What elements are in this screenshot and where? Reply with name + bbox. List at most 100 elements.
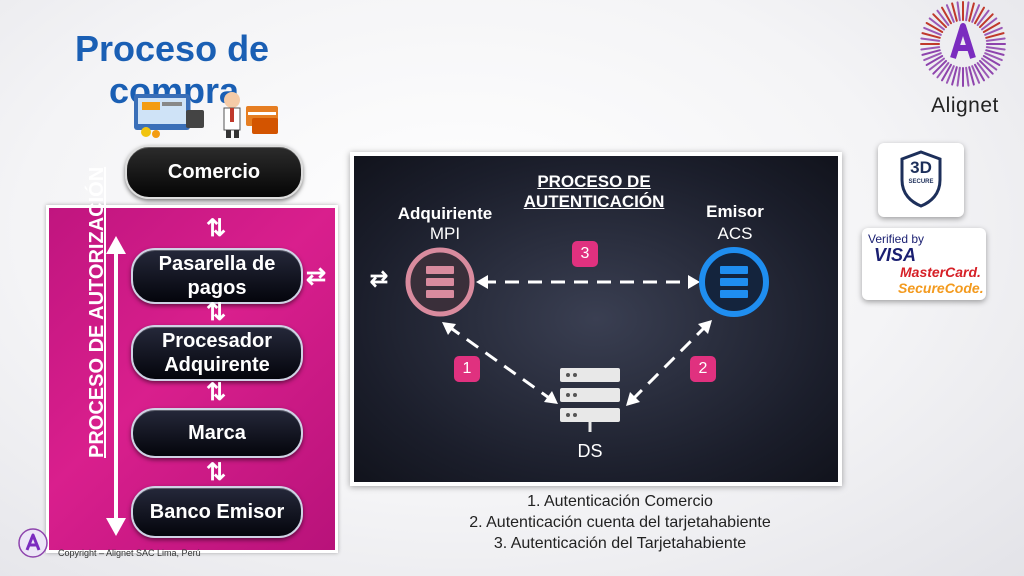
authentication-panel: 1 2 3 PROCESO DE AUTENTICACIÓN Adquirien… [350, 152, 842, 486]
logo-burst-ray [974, 63, 985, 82]
step-badge-1 [454, 356, 480, 382]
copyright-text: Copyright – Alignet SAC Lima, Perú [58, 548, 201, 558]
logo-burst-ray [920, 46, 941, 51]
exchange-arrows-icon: ⇅ [205, 379, 227, 406]
exchange-arrows-icon: ⇅ [205, 299, 227, 326]
logo-burst-ray [956, 66, 961, 87]
logo-burst-ray [971, 4, 981, 23]
logo-burst-ray [956, 1, 961, 22]
logo-burst-ray [945, 4, 955, 23]
steps-list: 1. Autenticación Comercio 2. Autenticaci… [420, 491, 820, 554]
logo-burst-ray [941, 6, 952, 25]
step-badge-3 [572, 241, 598, 267]
logo-burst-ray [985, 32, 1005, 39]
marca-pill: Marca [131, 408, 303, 458]
logo-burst-ray [923, 52, 942, 62]
authorization-panel: PROCESO DE AUTORIZACIÓN ⇅ Pasarella de p… [46, 166, 338, 553]
logo-burst-ray [965, 1, 970, 22]
acs-server-icon [699, 247, 769, 317]
list-item: 1. Autenticación Comercio [527, 493, 713, 510]
logo-burst-ray [976, 62, 990, 79]
logo-burst-ray [936, 9, 950, 26]
logo-burst-ray [925, 55, 944, 66]
authentication-title-line1: PROCESO DE [537, 172, 651, 191]
shopping-clipart-image [134, 92, 278, 138]
logo-burst-ray [976, 9, 990, 26]
logo-burst-ray [928, 57, 945, 71]
logo-burst-ray [981, 17, 998, 31]
brand-name: Alignet [931, 94, 999, 117]
logo-burst-ray [985, 49, 1005, 56]
logo-burst-ray [968, 2, 975, 22]
securecode-label: SecureCode. [898, 280, 984, 296]
logo-burst-ray [974, 6, 985, 25]
list-item: 3. Autenticación del Tarjetahabiente [493, 535, 747, 552]
acquirer-sub: MPI [429, 224, 461, 243]
exchange-arrows-icon: ⇅ [205, 459, 227, 486]
logo-burst-ray [985, 37, 1006, 42]
shield-icon [900, 150, 942, 208]
step-badge-2 [690, 356, 716, 382]
verified-by-label: Verified by [868, 232, 925, 246]
banco-emisor-pill: Banco Emisor [131, 486, 303, 538]
3d-secure-badge: 3D SECURE [878, 143, 964, 217]
logo-burst-ray [932, 59, 948, 75]
logo-burst-ray [936, 62, 950, 79]
authorization-process-label: PROCESO DE AUTORIZACIÓN [86, 166, 108, 458]
visa-label: VISA [874, 245, 917, 265]
step-badge-3-label: 3 [580, 245, 590, 262]
logo-burst-ray [941, 63, 952, 82]
issuer-name: Emisor [706, 202, 764, 221]
ds-label: DS [577, 441, 603, 461]
procesador-label-line2: Adquirente [164, 354, 270, 376]
3d-label: 3D [910, 158, 932, 177]
arrowhead-icon [442, 322, 456, 335]
step-badge-2-label: 2 [698, 360, 708, 377]
logo-burst-ray [932, 13, 948, 29]
secure-label: SECURE [908, 179, 934, 185]
logo-burst-ray [971, 65, 981, 84]
procesador-pill: Procesador Adquirente [131, 325, 303, 381]
arrowhead-icon [698, 320, 712, 334]
logo-burst-ray [965, 66, 970, 87]
logo-burst-ray [981, 57, 998, 71]
logo-burst-ray [928, 17, 945, 31]
logo-burst-ray [925, 22, 944, 33]
authentication-title-line2: AUTENTICACIÓN [523, 192, 665, 211]
logo-burst-ray [945, 65, 955, 84]
pasarella-pill: Pasarella de pagos [131, 248, 303, 304]
procesador-label-line1: Procesador [161, 330, 273, 352]
exchange-arrows-icon: ⇅ [205, 215, 227, 242]
arrowhead-icon [544, 391, 558, 404]
comercio-pill: Comercio [125, 145, 303, 199]
arrowhead-icon [476, 275, 488, 289]
vertical-double-arrow-icon [106, 236, 126, 536]
logo-burst-ray [951, 66, 958, 86]
logo-burst-ray [984, 52, 1003, 62]
mastercard-label: MasterCard. [900, 264, 981, 280]
list-item: 2. Autenticación cuenta del tarjetahabie… [469, 514, 771, 531]
logo-burst-ray [982, 55, 1001, 66]
pasarella-label-line2: pagos [187, 277, 247, 299]
logo-burst-ray [921, 49, 941, 56]
logo-burst-ray [968, 66, 975, 86]
authentication-diagram [405, 241, 769, 432]
issuer-sub: ACS [717, 224, 753, 243]
logo-burst-ray [985, 46, 1006, 51]
ds-server-icon [560, 368, 620, 432]
logo-burst-ray [978, 59, 994, 75]
authentication-title: PROCESO DE AUTENTICACIÓN [494, 172, 694, 212]
banco-emisor-label: Banco Emisor [149, 501, 285, 523]
logo-burst-ray [951, 2, 958, 22]
logo-burst-ray [920, 37, 941, 42]
logo-burst-ray [921, 32, 941, 39]
arrowhead-icon [626, 392, 640, 406]
page-title: Proceso de compra [75, 28, 315, 112]
step-badge-1-label: 1 [462, 360, 472, 377]
logo-burst-ray [984, 26, 1003, 36]
alignet-logo [920, 1, 1006, 87]
mpi-server-icon [405, 247, 475, 317]
logo-burst-ray [923, 26, 942, 36]
comercio-label: Comercio [167, 160, 261, 183]
acquirer-name: Adquiriente [397, 204, 493, 223]
